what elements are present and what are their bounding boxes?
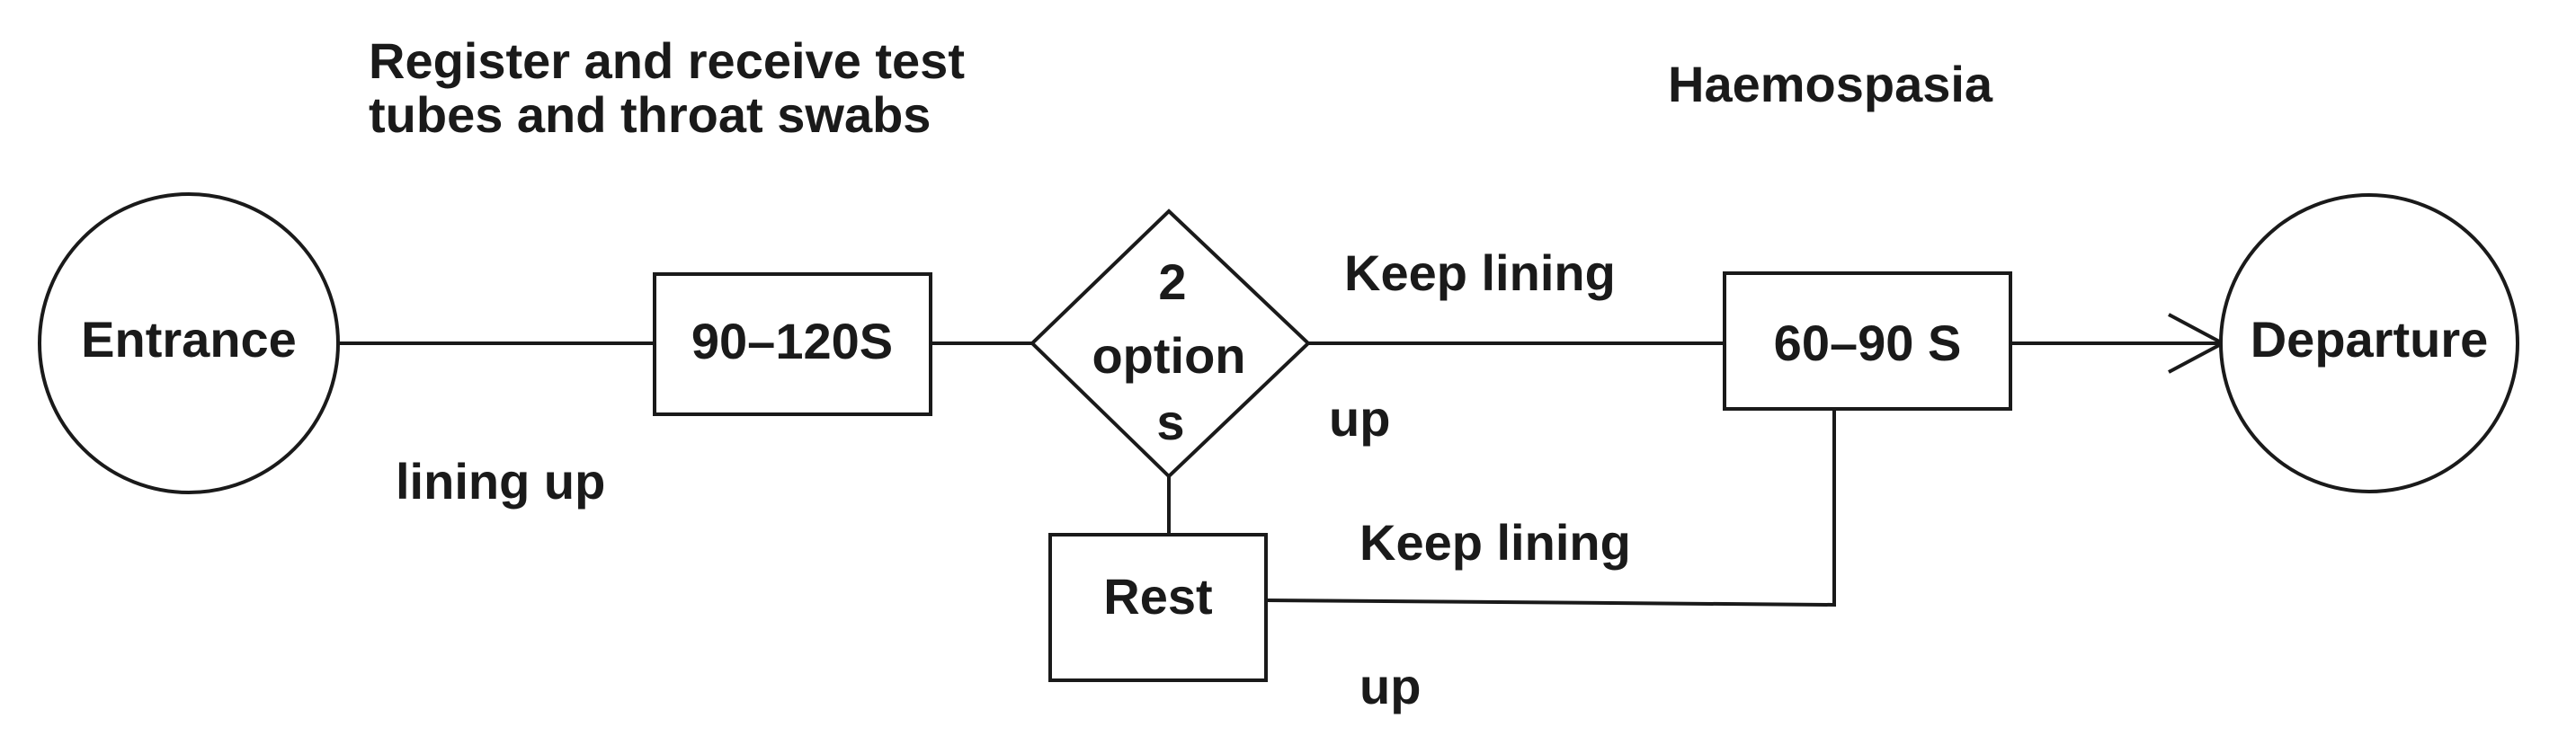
keep-lining-top-line1: Keep lining <box>1344 244 1616 301</box>
haemospasia-time-box: 60–90 S <box>1723 271 2012 411</box>
options-label-line2: option <box>1092 327 1245 384</box>
departure-node: Departure <box>2219 193 2519 493</box>
rest-box: Rest <box>1048 533 1268 682</box>
register-caption-line1: Register and receive test <box>369 32 965 89</box>
options-label-line1: 2 <box>1158 253 1186 310</box>
haemospasia-caption: Haemospasia <box>1668 56 1993 112</box>
options-decision-diamond: 2 option s <box>1030 208 1311 479</box>
options-label-line3: s <box>1156 394 1184 450</box>
keep-lining-top-line2: up <box>1329 390 1390 447</box>
rest-label: Rest <box>1103 568 1212 625</box>
keep-lining-bottom-line1: Keep lining <box>1359 514 1631 571</box>
entrance-node: Entrance <box>38 192 340 494</box>
entrance-label: Entrance <box>81 311 297 368</box>
keep-lining-bottom-line2: up <box>1359 658 1421 714</box>
departure-label: Departure <box>2251 311 2489 368</box>
register-time-box: 90–120S <box>653 272 932 416</box>
connector-rest-to-haemospasia <box>1265 409 1836 607</box>
haemospasia-time-label: 60–90 S <box>1774 315 1962 371</box>
register-caption-line2: tubes and throat swabs <box>369 86 931 143</box>
register-time-label: 90–120S <box>691 313 893 369</box>
lining-up-caption: lining up <box>396 453 605 510</box>
